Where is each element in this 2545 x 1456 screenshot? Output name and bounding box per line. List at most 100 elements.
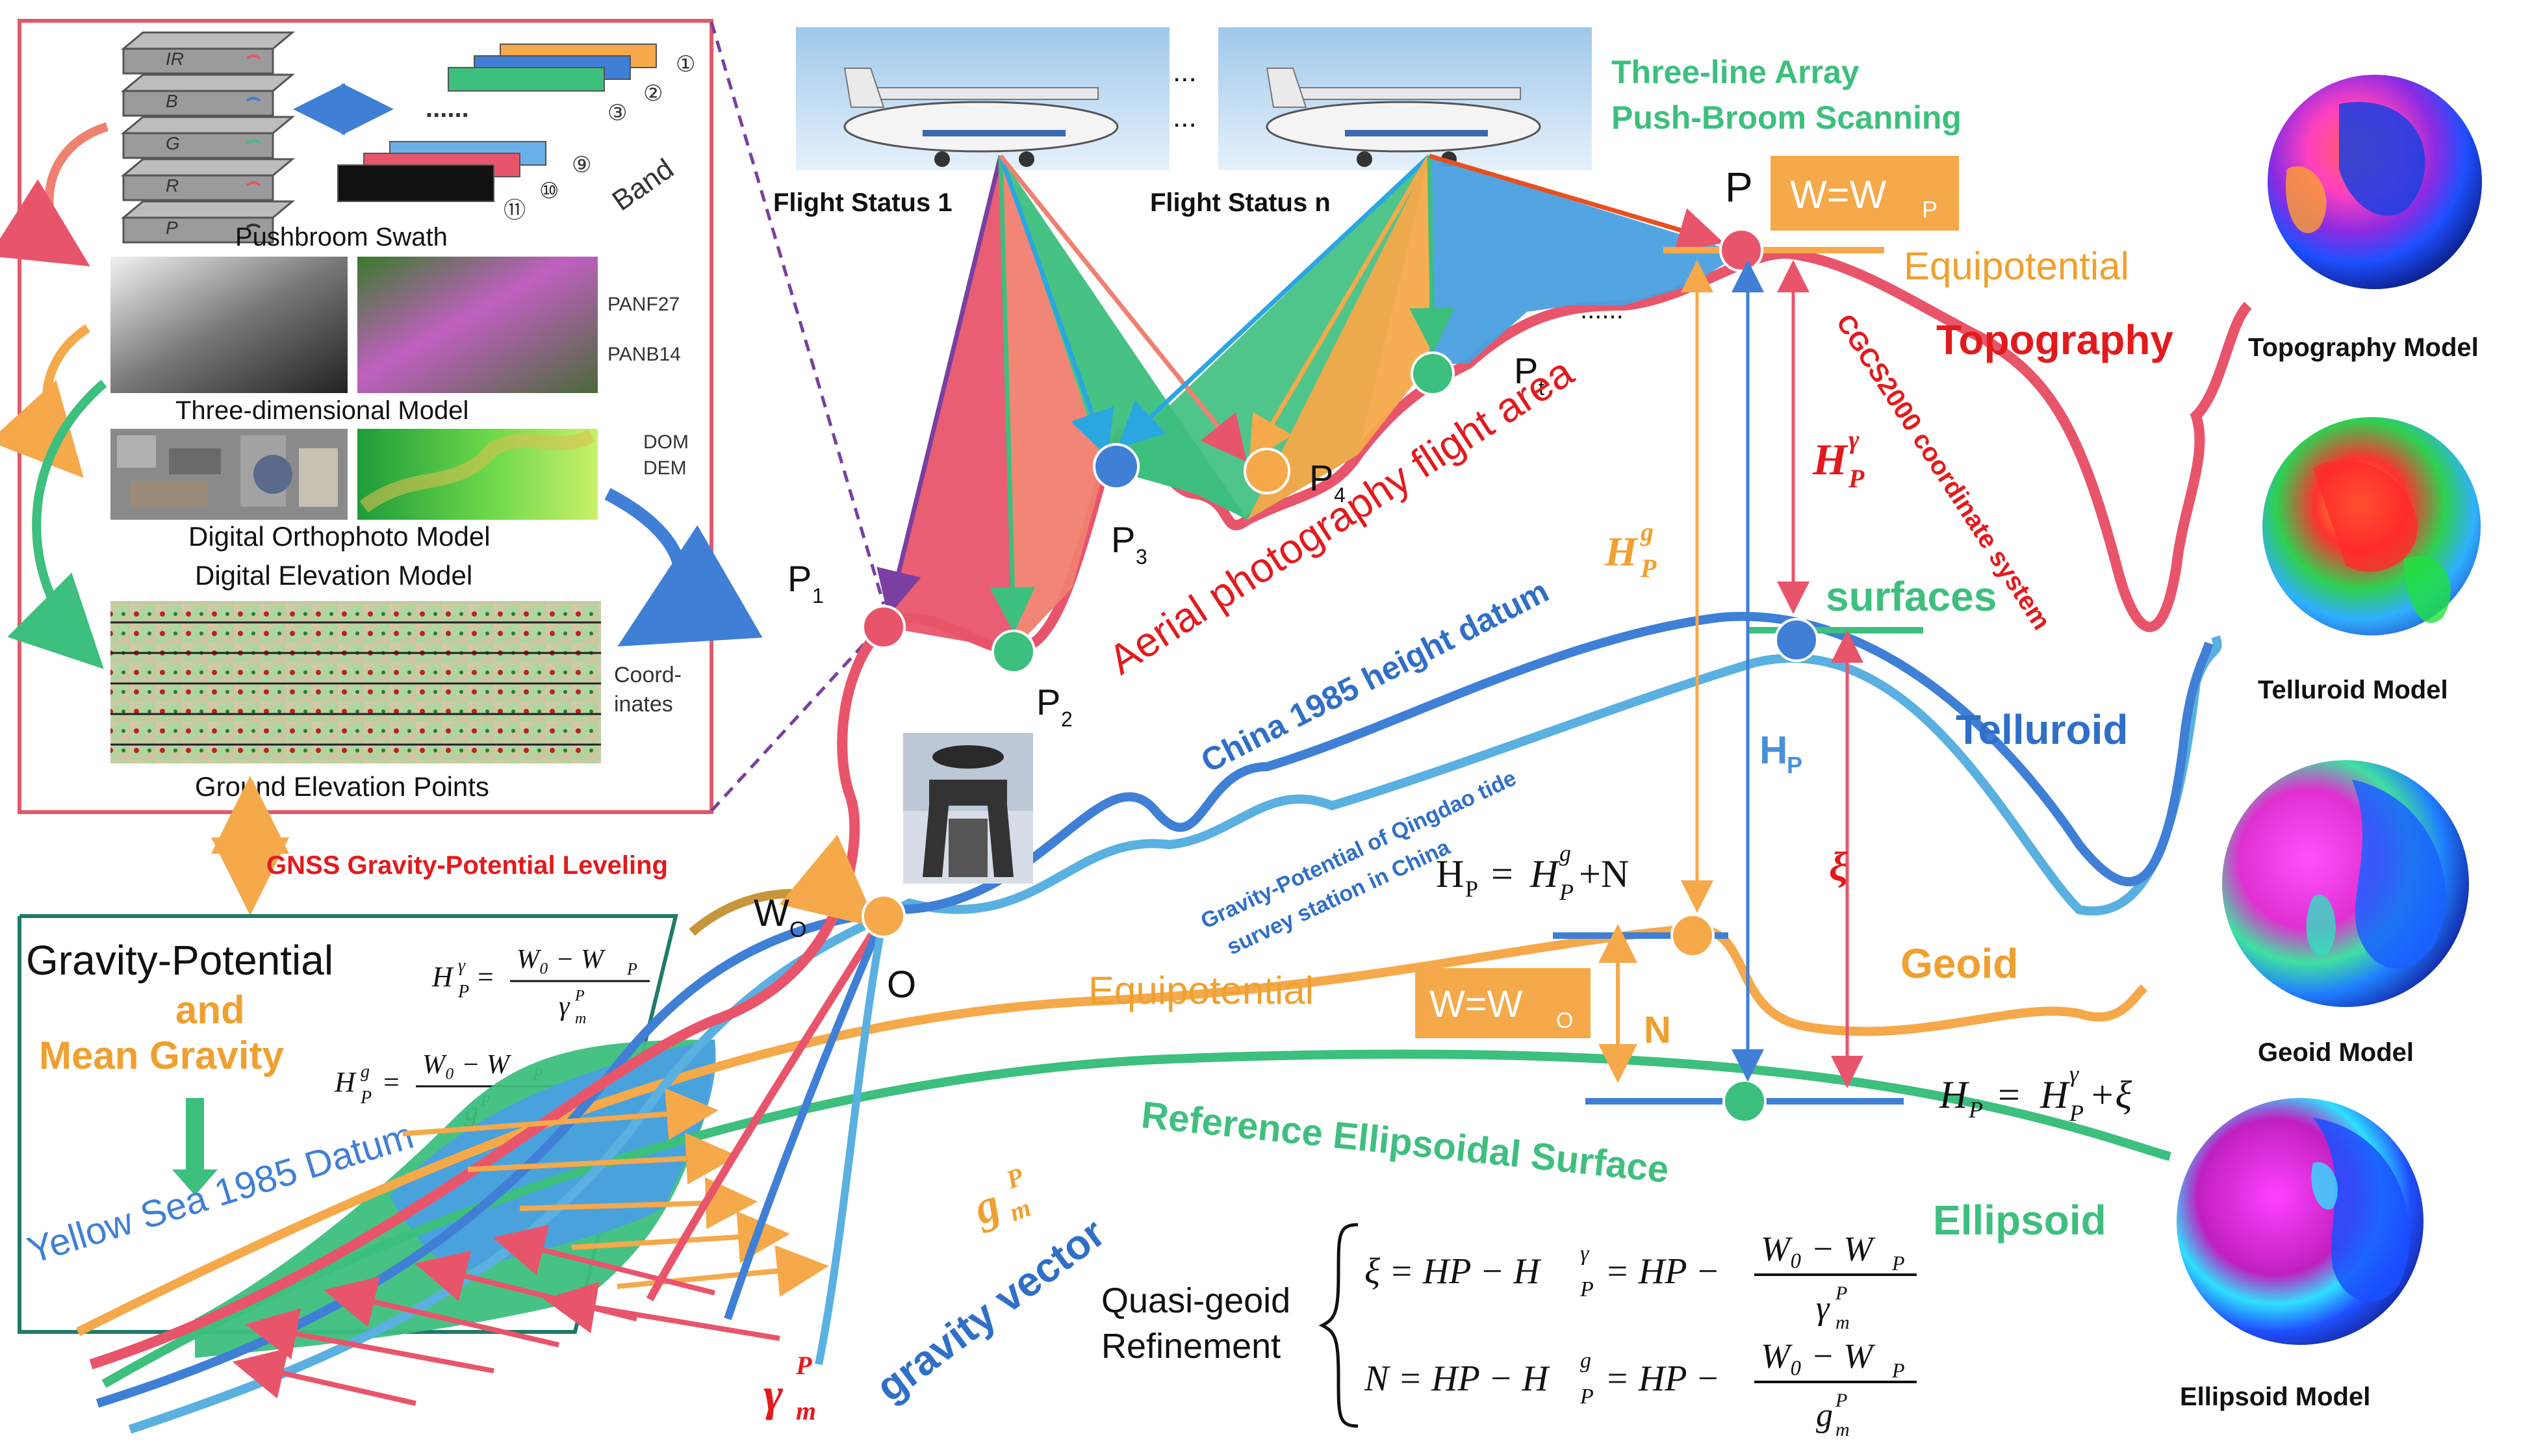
- band-number-3: ③: [607, 101, 627, 125]
- ellipsoid-curve: [101, 1049, 2171, 1388]
- ellipsoid-label: Ellipsoid: [1933, 1197, 2106, 1244]
- wo-arrow: [689, 834, 878, 936]
- dem-label: DEM: [643, 457, 687, 479]
- coord-label-2: inates: [614, 692, 673, 717]
- svg-text:P: P: [795, 1351, 812, 1380]
- three-d-image-right: [357, 257, 598, 393]
- svg-text:1: 1: [812, 584, 824, 607]
- svg-text:γ: γ: [1816, 1290, 1830, 1327]
- three-d-model-label: Three-dimensional Model: [175, 396, 468, 425]
- svg-text:4: 4: [1334, 483, 1346, 507]
- ground-points-grid: [110, 621, 601, 746]
- band-label-b: B: [166, 91, 178, 111]
- panf-label: PANF27: [607, 294, 680, 315]
- svg-text:W=W: W=W: [1429, 983, 1523, 1025]
- svg-text:P: P: [1968, 1097, 1983, 1123]
- hp-g-label: H g P: [1604, 517, 1657, 583]
- svg-text:g: g: [1816, 1397, 1833, 1434]
- telluroid-label: Telluroid: [1956, 706, 2128, 753]
- svg-text:O: O: [789, 917, 806, 942]
- svg-text:O: O: [1556, 1008, 1573, 1033]
- telluroid-curve: [96, 611, 2214, 1408]
- svg-text:P: P: [1559, 879, 1574, 905]
- point-p2: [991, 630, 1036, 674]
- svg-text:P: P: [1891, 1251, 1905, 1275]
- band-label-g: G: [166, 133, 180, 153]
- svg-text:H: H: [1939, 1073, 1970, 1116]
- svg-text:m: m: [1835, 1312, 1850, 1333]
- n-label: N: [1644, 1009, 1671, 1051]
- label-p: P: [1725, 164, 1753, 211]
- svg-text:H: H: [1812, 435, 1848, 484]
- ellipsoid-model-label: Ellipsoid Model: [2180, 1383, 2370, 1411]
- band-stack: IR B G R P: [120, 31, 296, 244]
- svg-text:P: P: [626, 960, 637, 978]
- svg-text:H: H: [431, 961, 454, 993]
- svg-text:W₀ − W: W₀ − W: [1761, 1336, 1876, 1375]
- plane-photo-2: [1218, 27, 1592, 170]
- svg-text:+N: +N: [1579, 852, 1629, 895]
- svg-text:P: P: [574, 988, 585, 1004]
- formula-hp-gamma: H γ P = W₀ − W P γ P m: [431, 945, 650, 1027]
- process-arrow-3: [7, 379, 107, 669]
- flight-ellipsis-2: ...: [1173, 101, 1197, 133]
- svg-text:=: =: [1491, 852, 1513, 895]
- svg-text:H: H: [334, 1066, 357, 1098]
- svg-text:H: H: [2040, 1073, 2071, 1116]
- band-number-10: ⑩: [539, 179, 559, 203]
- label-p4: P: [1309, 457, 1333, 498]
- svg-text:=: =: [383, 1066, 400, 1098]
- gm-label: g P m: [966, 1162, 1034, 1235]
- dom-image-detail: [117, 435, 338, 507]
- gravity-vector-arrows: [232, 1088, 829, 1406]
- push-broom-line-2: Push-Broom Scanning: [1611, 99, 1962, 136]
- process-arrow-4: [604, 488, 763, 647]
- svg-text:P: P: [1640, 554, 1657, 583]
- geoid-label: Geoid: [1900, 940, 2018, 987]
- svg-text:H: H: [1436, 852, 1464, 895]
- svg-text:P: P: [1848, 464, 1865, 493]
- gp-mean-gravity: Mean Gravity: [39, 1034, 284, 1077]
- hp-label: H: [1759, 728, 1787, 772]
- label-p3: P: [1111, 519, 1135, 560]
- ground-points-image: [110, 601, 601, 763]
- measurement-arrows: [1598, 260, 1863, 1088]
- point-p1: [862, 605, 906, 649]
- svg-text:P: P: [1579, 1277, 1594, 1301]
- qingdao-tide-station-photo: [903, 733, 1033, 884]
- flight-status-n: Flight Status n: [1150, 188, 1331, 217]
- svg-text:g: g: [966, 1178, 1006, 1235]
- label-pt: P: [1514, 350, 1538, 391]
- equipotential-top-label: Equipotential: [1904, 244, 2129, 288]
- svg-text:P: P: [1835, 1390, 1847, 1411]
- svg-text:γ: γ: [1848, 425, 1860, 454]
- equation-hp-geoid: H P = H g P +N: [1436, 840, 1629, 905]
- svg-text:γ: γ: [763, 1368, 783, 1420]
- topography-label: Topography: [1936, 316, 2173, 363]
- svg-text:W=W: W=W: [1790, 173, 1887, 216]
- svg-text:=: =: [478, 961, 494, 993]
- svg-text:g: g: [1580, 1349, 1591, 1373]
- qingdao-label-1: Gravity-Potential of Qingdao tide: [1197, 765, 1520, 934]
- point-pt: [1411, 351, 1455, 396]
- label-wo: W: [754, 892, 789, 934]
- telluroid-model-label: Telluroid Model: [2258, 676, 2448, 704]
- dots-label: ......: [1580, 296, 1624, 324]
- band-label-r: R: [166, 175, 179, 196]
- svg-text:P: P: [1787, 752, 1802, 778]
- flight-ellipsis-1: ...: [1173, 56, 1197, 88]
- push-broom-line-1: Three-line Array: [1611, 54, 1860, 90]
- dom-label: DOM: [643, 431, 689, 453]
- band-word: Band: [606, 153, 679, 217]
- dom-title: Digital Orthophoto Model: [188, 521, 491, 552]
- svg-text:g: g: [1559, 840, 1571, 866]
- topography-model-label: Topography Model: [2248, 333, 2479, 362]
- point-telluroid: [1774, 618, 1819, 662]
- point-p4: [1244, 448, 1290, 494]
- svg-text:g: g: [1640, 517, 1654, 546]
- scan-rays: [876, 153, 1724, 633]
- svg-text:P: P: [457, 982, 469, 1002]
- telluroid-model-globe: [2262, 417, 2481, 635]
- band-number-11: ⑪: [504, 198, 526, 223]
